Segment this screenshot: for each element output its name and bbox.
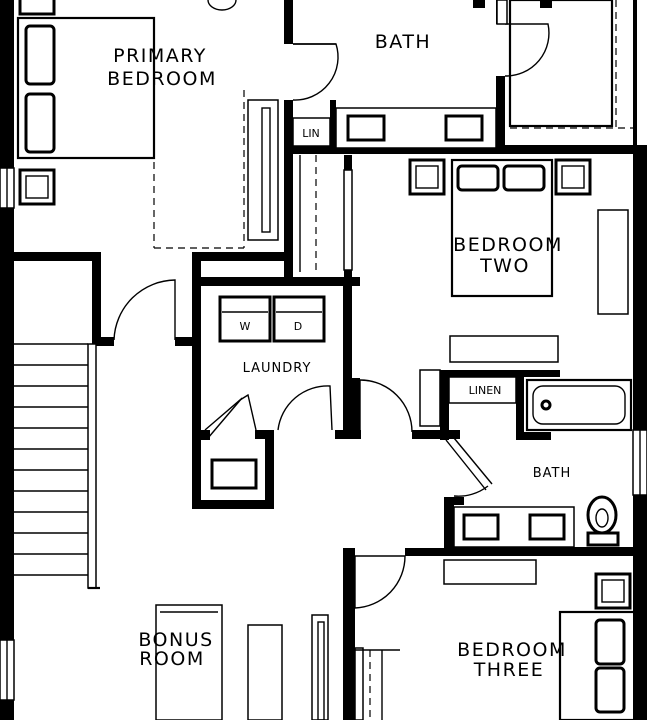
bedroom-two: BEDROOM TWO [299, 155, 629, 363]
dryer [272, 295, 326, 343]
shelf-three [443, 559, 537, 585]
bonus-room-label: BONUS [138, 629, 213, 651]
desk-two [449, 335, 559, 363]
sofa [155, 604, 223, 720]
primary-bed [16, 16, 156, 160]
right-window [632, 429, 647, 496]
media-console [311, 614, 329, 720]
closet-rod [247, 99, 279, 241]
bath-top-label: BATH [375, 31, 431, 53]
bedroom-three: BEDROOM THREE [354, 555, 637, 720]
coffee-table [247, 624, 283, 720]
mid-bath: LINEN BATH [445, 376, 633, 548]
washer [218, 295, 272, 343]
left-window [0, 167, 15, 701]
hall-door [113, 279, 176, 341]
bath-mid-label: BATH [533, 466, 572, 481]
primary-bedroom-label: PRIMARY [113, 45, 207, 67]
dresser-two [597, 209, 629, 315]
top-bath: LIN BATH [292, 0, 633, 149]
nightstand-lower [18, 168, 56, 206]
linen-top-label: LIN [302, 127, 320, 140]
bonus-room: BONUS ROOM [138, 604, 329, 720]
bedroom-two-label-2: TWO [479, 255, 530, 277]
primary-bedroom: PRIMARY BEDROOM [16, 0, 279, 249]
linen-mid-label: LINEN [469, 384, 502, 397]
bed-three [558, 610, 637, 720]
bathtub [525, 378, 633, 432]
laundry: W D LAUNDRY [204, 295, 333, 490]
dryer-label: D [294, 320, 302, 333]
bedroom-three-label: BEDROOM [457, 639, 567, 661]
washer-label: W [240, 320, 251, 333]
mid-doors [359, 369, 441, 433]
bed-two [450, 158, 554, 298]
bedroom-three-label-2: THREE [473, 659, 545, 681]
primary-bedroom-label-2: BEDROOM [107, 68, 217, 90]
laundry-label: LAUNDRY [243, 361, 312, 376]
nightstand-upper [18, 0, 56, 16]
stairs [14, 343, 100, 590]
bonus-room-label-2: ROOM [139, 648, 205, 670]
bedroom-two-label: BEDROOM [453, 234, 563, 256]
